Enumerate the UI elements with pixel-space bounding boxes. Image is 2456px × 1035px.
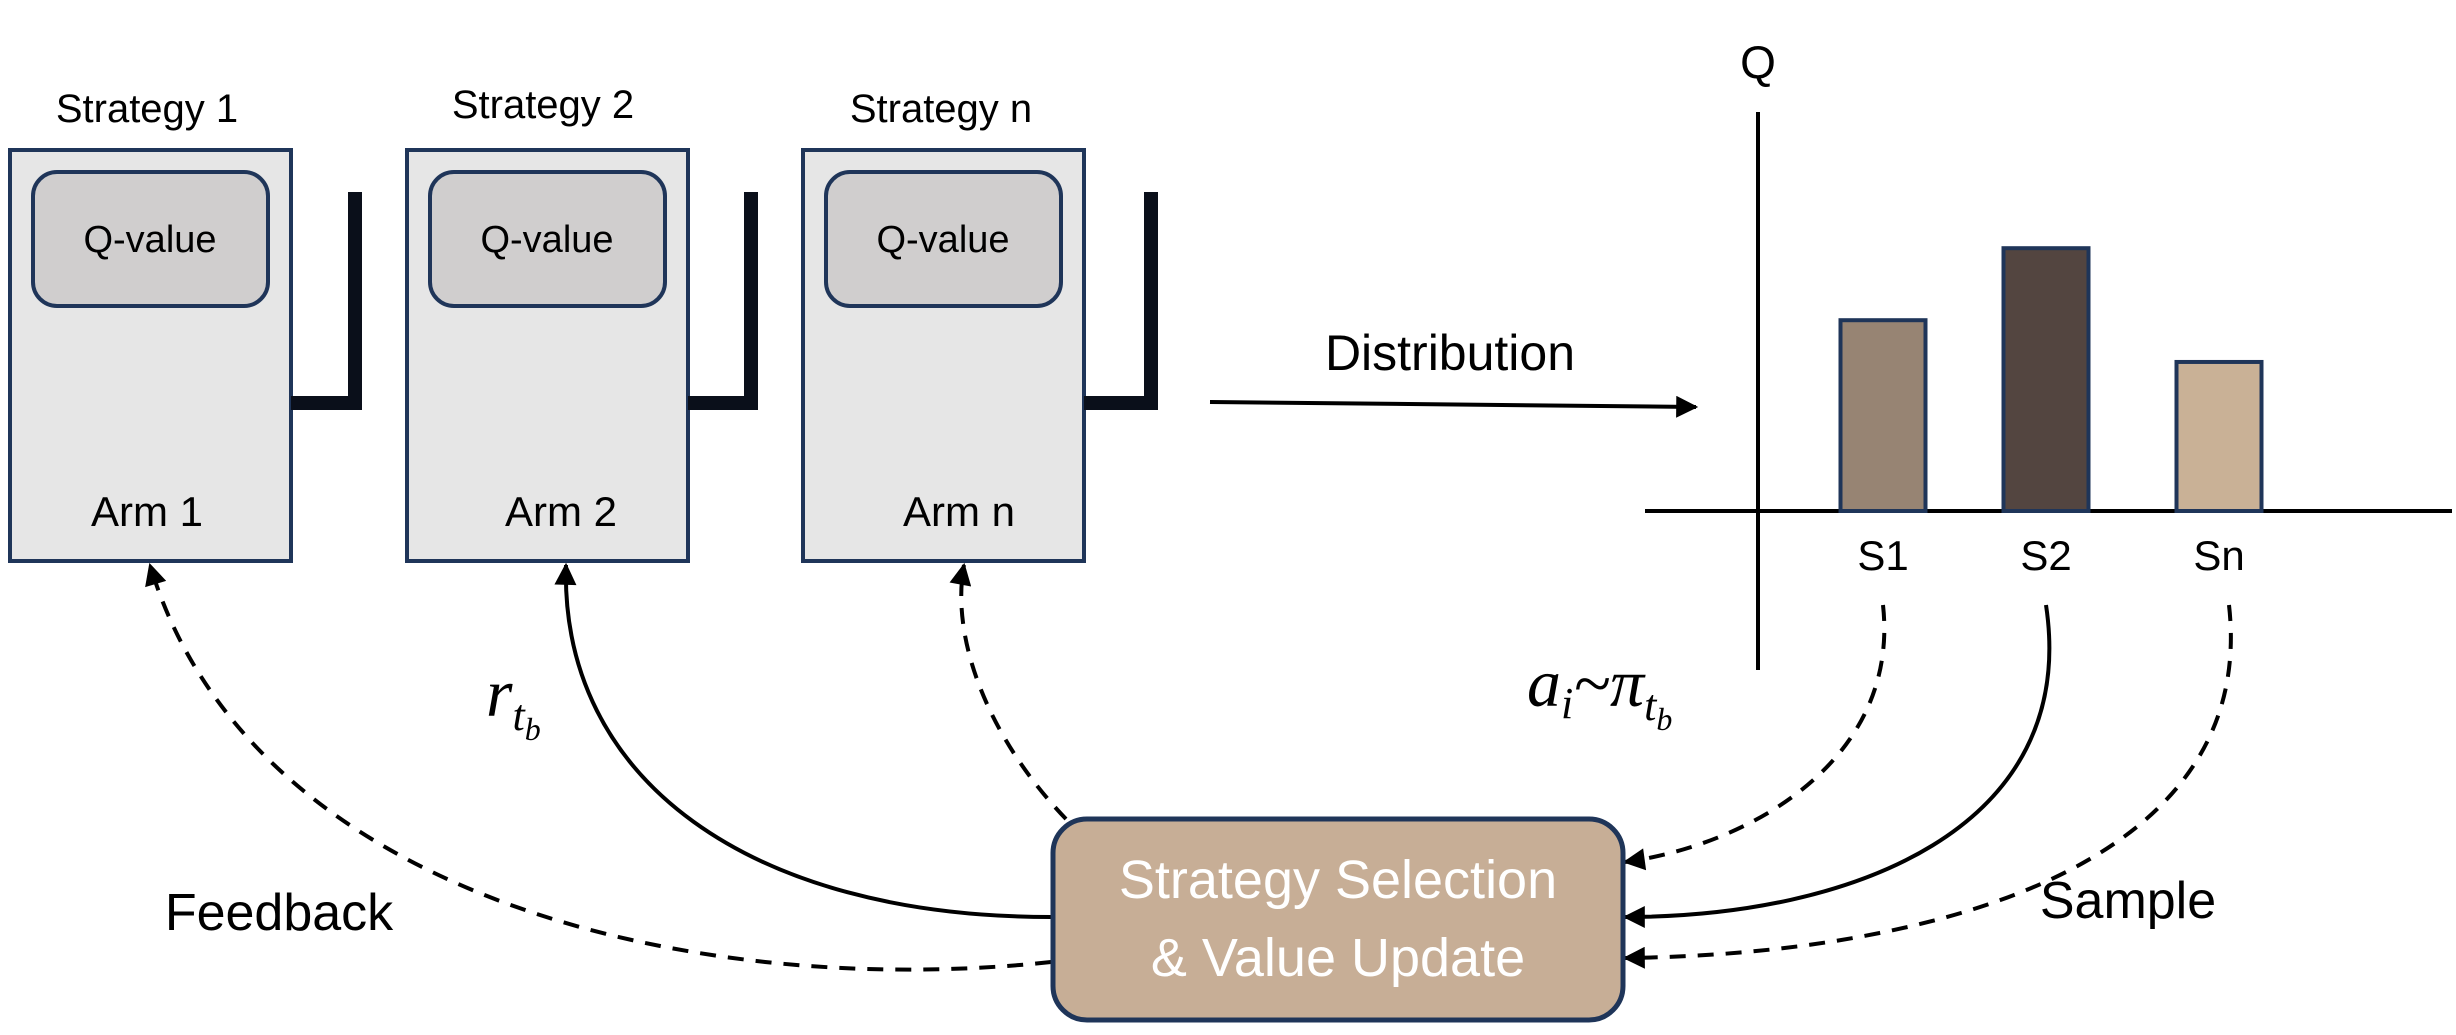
feedback-arrow-arm-n (949, 562, 1068, 821)
connectors (145, 562, 2233, 972)
arm-n-lever (1084, 192, 1158, 410)
strategy-selection-line-2: & Value Update (1151, 928, 1525, 988)
strategy-selection-box: Strategy Selection & Value Update (1050, 816, 1626, 1023)
arm-1-lever (291, 192, 362, 410)
arm-2-lever (688, 192, 758, 410)
q-axis-label: Q (1740, 36, 1776, 88)
strategy-selection-box-bg (1050, 816, 1626, 1023)
bar-s1 (1838, 318, 1928, 514)
sampling-formula-op: ~π (1573, 645, 1646, 721)
reward-formula-base: r (486, 655, 513, 731)
arm-2-qvalue-box (428, 170, 667, 308)
distribution-arrow (1209, 395, 1699, 418)
bar-label-s2: S2 (2020, 532, 2071, 579)
strategy-2-label: Strategy 2 (452, 83, 634, 127)
strategy-n-label: Strategy n (850, 87, 1032, 131)
sampling-formula-base: a (1527, 645, 1561, 721)
sample-label: Sample (2040, 872, 2216, 930)
sampling-formula: ai~πtb (1527, 645, 1672, 737)
arm-n-qvalue-label: Q-value (876, 219, 1009, 261)
arm-2-qvalue-label: Q-value (480, 219, 613, 261)
sampling-formula-sub: t (1644, 681, 1658, 730)
bar-label-sn: Sn (2193, 532, 2244, 579)
strategy-selection-line-1: Strategy Selection (1119, 850, 1557, 910)
bar-sn (2174, 359, 2264, 513)
reward-formula-sub-sub: b (525, 711, 541, 747)
reward-arrow-arm-2 (554, 562, 1052, 919)
strategy-1-label: Strategy 1 (56, 87, 238, 131)
bar-label-s1: S1 (1857, 532, 1908, 579)
arm-2-label: Arm 2 (505, 488, 617, 535)
feedback-label: Feedback (165, 884, 394, 942)
bar-s2 (2001, 246, 2091, 513)
arm-1-qvalue-label: Q-value (83, 219, 216, 261)
arm-1: Strategy 1 Q-value Arm 1 (8, 87, 362, 563)
sample-arrow-s1 (1622, 604, 1887, 871)
arm-1-label: Arm 1 (91, 488, 203, 535)
reward-formula-sub: t (512, 691, 526, 740)
arm-n: Strategy n Q-value Arm n (801, 87, 1158, 563)
select-arrow-s2 (1622, 604, 2052, 928)
q-distribution-chart: Q S1 S2 Sn (1645, 36, 2452, 670)
arm-2: Strategy 2 Q-value Arm 2 (405, 83, 758, 563)
sampling-formula-sub-sub: b (1656, 701, 1672, 737)
arm-1-qvalue-box (31, 170, 270, 308)
arm-n-label: Arm n (903, 488, 1015, 535)
reward-formula: rtb (486, 655, 541, 747)
distribution-label: Distribution (1325, 325, 1575, 381)
sampling-formula-base-sub: i (1561, 679, 1573, 728)
arm-n-qvalue-box (824, 170, 1063, 308)
